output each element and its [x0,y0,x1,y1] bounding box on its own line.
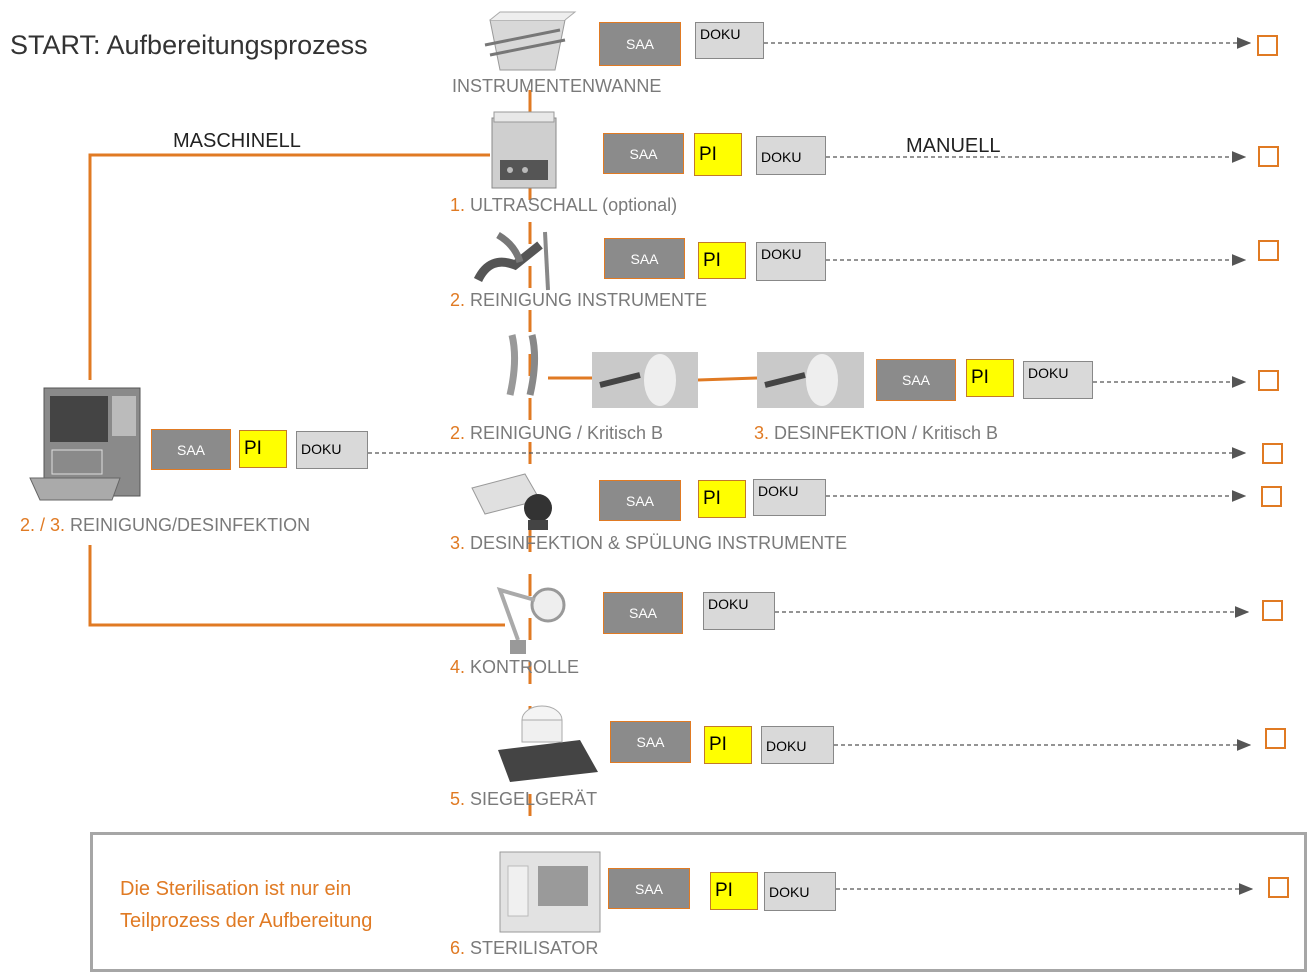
branch-label-manual: MANUELL [906,135,1001,157]
doku-box: DOKU [756,136,826,175]
step-number: 2. [450,290,466,310]
sterilizer-image [499,851,601,933]
step-number: 6. [450,938,466,958]
handpieces-image [506,334,539,396]
saa-box: SAA [599,22,681,66]
saa-box: SAA [599,480,681,521]
step-number: 5. [450,789,466,809]
step-number: 3. [754,423,770,443]
step-label-text: ULTRASCHALL (optional) [470,195,678,215]
step-number: 1. [450,195,466,215]
step-label-text: KONTROLLE [470,657,580,677]
step-label-sterilizer: 6. STERILISATOR [450,938,598,959]
saa-box: SAA [608,868,690,909]
checkbox-disinfection-rinse[interactable] [1261,486,1282,507]
sterilization-note: Die Sterilisation ist nur ein Teilprozes… [120,873,372,937]
spray-image-2 [757,352,864,408]
checkbox-sterilizer[interactable] [1268,877,1289,898]
doku-box: DOKU [764,872,836,911]
step-number: 3. [450,533,466,553]
step-label-sealing-device: 5. SIEGELGERÄT [450,789,597,810]
note-line-1: Die Sterilisation ist nur ein [120,878,352,900]
doku-box: DOKU [753,479,826,516]
step-label-disinfection-critical-b: 3. DESINFEKTION / Kritisch B [754,423,998,444]
magnifier-lamp-image [496,587,566,654]
doku-box: DOKU [703,592,775,630]
page-title: START: Aufbereitungsprozess [10,30,368,60]
step-label-instrument-tray: INSTRUMENTENWANNE [452,76,661,97]
note-line-2: Teilprozess der Aufbereitung [120,910,373,932]
step-label-text: DESINFEKTION & SPÜLUNG INSTRUMENTE [470,533,848,553]
saa-box: SAA [603,133,684,174]
step-label-text: REINIGUNG / Kritisch B [470,423,664,443]
ultrasonic-bath-image [491,111,557,189]
step-label-text: INSTRUMENTENWANNE [452,76,662,96]
doku-box: DOKU [761,726,834,764]
step-number: 2. / 3. [20,515,66,535]
step-label-washer-disinfector: 2. / 3. REINIGUNG/DESINFEKTION [20,515,310,536]
step-label-text: REINIGUNG INSTRUMENTE [470,290,708,310]
step-label-text: DESINFEKTION / Kritisch B [774,423,999,443]
machine-return-line [88,545,505,627]
checkbox-handpieces[interactable] [1258,370,1279,391]
pi-box: PI [698,242,746,279]
step-number: 4. [450,657,466,677]
step-label-ultrasonic: 1. ULTRASCHALL (optional) [450,195,677,216]
step-label-text: REINIGUNG/DESINFEKTION [70,515,311,535]
manual-cleaning-image [473,231,550,291]
doku-box: DOKU [1023,361,1093,399]
doku-box: DOKU [756,242,826,281]
checkbox-cleaning-instruments[interactable] [1258,240,1279,261]
pi-box: PI [698,480,746,518]
pi-box: PI [239,430,287,468]
machine-branch-line [88,153,490,380]
handpiece-connector-2 [697,376,758,382]
saa-box: SAA [603,592,683,634]
step-number: 2. [450,423,466,443]
step-label-disinfection-rinse: 3. DESINFEKTION & SPÜLUNG INSTRUMENTE [450,533,847,554]
checkbox-washer-disinfector[interactable] [1262,443,1283,464]
step-label-text: SIEGELGERÄT [470,789,598,809]
saa-box: SAA [151,429,231,470]
pi-box: PI [710,872,758,910]
branch-label-machine: MASCHINELL [173,130,301,152]
checkbox-ultrasonic[interactable] [1258,146,1279,167]
washer-disinfector-image [29,387,141,501]
checkbox-sealing-device[interactable] [1265,728,1286,749]
doku-box: DOKU [296,431,368,469]
step-label-cleaning-instruments: 2. REINIGUNG INSTRUMENTE [450,290,707,311]
sealing-device-image [498,705,598,782]
step-label-inspection: 4. KONTROLLE [450,657,579,678]
instrument-tray-image [484,11,577,71]
pi-box: PI [966,359,1014,397]
checkbox-instrument-tray[interactable] [1257,35,1278,56]
disinfection-tray-image [471,473,552,530]
saa-box: SAA [604,238,685,279]
spray-image-1 [592,352,698,408]
pi-box: PI [704,726,752,764]
checkbox-inspection[interactable] [1262,600,1283,621]
saa-box: SAA [876,359,956,401]
step-label-text: STERILISATOR [470,938,599,958]
saa-box: SAA [610,721,691,763]
step-label-cleaning-critical-b: 2. REINIGUNG / Kritisch B [450,423,663,444]
pi-box: PI [694,133,742,176]
doku-box: DOKU [695,22,764,59]
